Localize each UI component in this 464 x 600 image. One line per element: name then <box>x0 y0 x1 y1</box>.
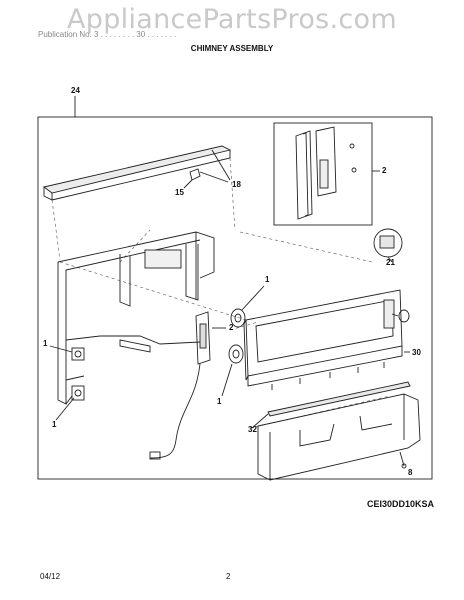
watermark: AppliancePartsPros.com <box>67 4 397 35</box>
header-text: Publication No. 3 . . . . . . . . 30 . .… <box>38 30 177 39</box>
switch-1-upper <box>71 347 85 361</box>
screw-8 <box>399 451 407 469</box>
diagram-frame <box>37 116 433 480</box>
callout-1-lower-switch: 1 <box>52 420 57 429</box>
callout-24: 24 <box>71 86 80 95</box>
callout-8: 8 <box>408 468 413 477</box>
leader-1d <box>221 363 233 397</box>
footer-date: 04/12 <box>40 572 61 581</box>
knob-upper <box>230 308 246 328</box>
callout-1-upper-switch: 1 <box>43 339 48 348</box>
leader-32 <box>251 413 269 429</box>
screw-15 <box>189 168 201 181</box>
switch-1-lower <box>71 385 85 401</box>
control-panel <box>243 289 403 390</box>
center-bracket <box>149 311 211 460</box>
callout-2-inset: 2 <box>382 166 387 175</box>
page-title: CHIMNEY ASSEMBLY <box>190 44 274 53</box>
leader-18b <box>211 149 231 181</box>
part-21-small <box>398 309 410 323</box>
leader-18a <box>199 171 229 183</box>
chimney-frame <box>57 231 215 405</box>
inset-bracket <box>295 126 357 220</box>
footer-page-number: 2 <box>226 572 231 581</box>
leader-1b <box>55 397 75 421</box>
inset-box <box>273 122 373 226</box>
leader-15 <box>183 179 193 189</box>
lower-panel <box>257 393 421 481</box>
top-trim <box>42 145 232 194</box>
callout-1-upper-knob: 1 <box>265 275 270 284</box>
callout-30: 30 <box>412 348 421 357</box>
knob-lower <box>228 344 244 364</box>
callout-32: 32 <box>248 425 257 434</box>
callout-15: 15 <box>175 188 184 197</box>
callout-21: 21 <box>386 258 395 267</box>
model-number: CEI30DD10KSA <box>366 499 434 509</box>
leader-1a <box>49 345 73 353</box>
callout-1-lower-knob: 1 <box>217 397 222 406</box>
trim-strip <box>267 381 411 417</box>
callout-2-bracket: 2 <box>229 323 234 332</box>
callout-18: 18 <box>232 180 241 189</box>
leader-1c <box>241 285 265 311</box>
